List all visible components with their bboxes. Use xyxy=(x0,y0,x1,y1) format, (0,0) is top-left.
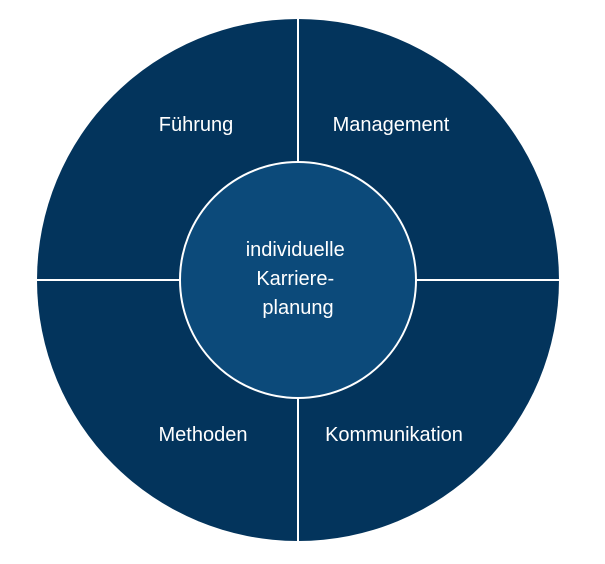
quadrant-label-fuehrung: Führung xyxy=(159,114,234,136)
center-label-line-2: Karriere- xyxy=(256,268,334,290)
center-label-line-1: individuelle xyxy=(246,239,345,261)
center-label: individuelle Karriere- planung xyxy=(246,239,351,319)
quadrant-label-management: Management xyxy=(333,114,450,136)
center-label-line-3: planung xyxy=(262,297,333,319)
quadrant-label-methoden: Methoden xyxy=(159,424,248,446)
center-circle xyxy=(179,161,417,399)
quadrant-label-kommunikation: Kommunikation xyxy=(325,424,463,446)
